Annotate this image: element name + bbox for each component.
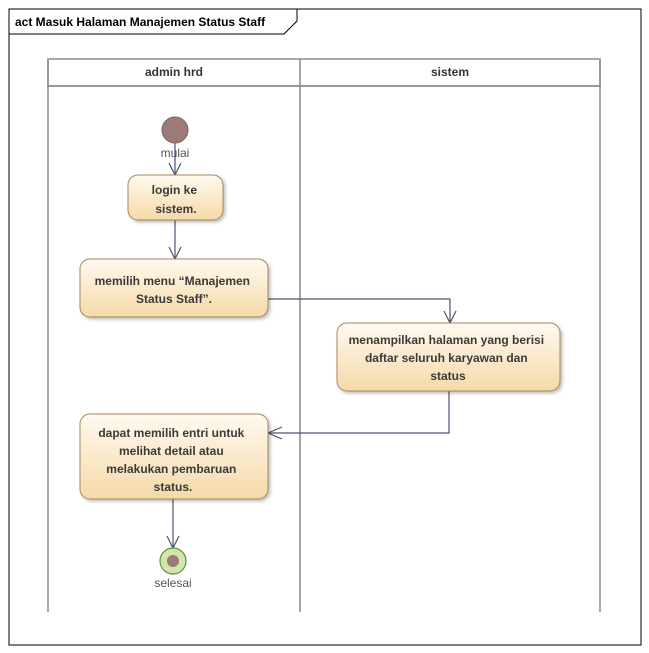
edge-display-to-choose <box>268 391 450 434</box>
lane-admin-hrd-title: admin hrd <box>145 65 203 79</box>
activity-login: login ke sistem. <box>127 174 224 221</box>
activity-choose-entry: dapat memilih entri untuk melihat detail… <box>79 413 269 500</box>
lane-sistem-title: sistem <box>431 65 469 79</box>
activity-choose-entry-line-1: dapat memilih entri untuk <box>98 426 244 440</box>
svg-text:login ke sistem.: login ke sistem. <box>152 183 201 216</box>
activity-select-menu-line-1: memilih menu “Manajemen <box>95 274 250 288</box>
activity-display-page: menampilkan halaman yang berisi daftar s… <box>336 322 561 392</box>
swimlanes <box>47 58 601 612</box>
activity-select-menu-line-2: Status Staff”. <box>136 292 212 306</box>
start-node <box>161 116 189 144</box>
activity-display-page-line-2: daftar seluruh karyawan dan <box>365 351 528 365</box>
activity-choose-entry-line-4: status. <box>154 480 193 494</box>
svg-text:memilih menu “Manajemen: memilih menu “Manajemen Status Staff”. <box>95 274 254 306</box>
activity-login-line-1: login ke <box>152 183 198 197</box>
end-node <box>159 547 187 575</box>
activity-select-menu: memilih menu “Manajemen Status Staff”. <box>79 258 269 318</box>
activity-display-page-line-3: status <box>430 369 466 383</box>
frame-title: act Masuk Halaman Manajemen Status Staff <box>15 15 266 29</box>
edge-menu-to-display <box>268 298 451 323</box>
end-label: selesai <box>154 576 191 590</box>
activity-display-page-line-1: menampilkan halaman yang berisi <box>349 333 544 347</box>
activity-choose-entry-line-3: melakukan pembaruan <box>106 462 236 476</box>
activity-login-line-2: sistem. <box>155 202 196 216</box>
svg-text:menampilkan halaman yang beris: menampilkan halaman yang berisi daftar s… <box>349 333 548 383</box>
activity-choose-entry-line-2: melihat detail atau <box>119 444 224 458</box>
svg-text:dapat memilih entri untuk: dapat memilih entri untuk melihat detail… <box>98 426 247 494</box>
